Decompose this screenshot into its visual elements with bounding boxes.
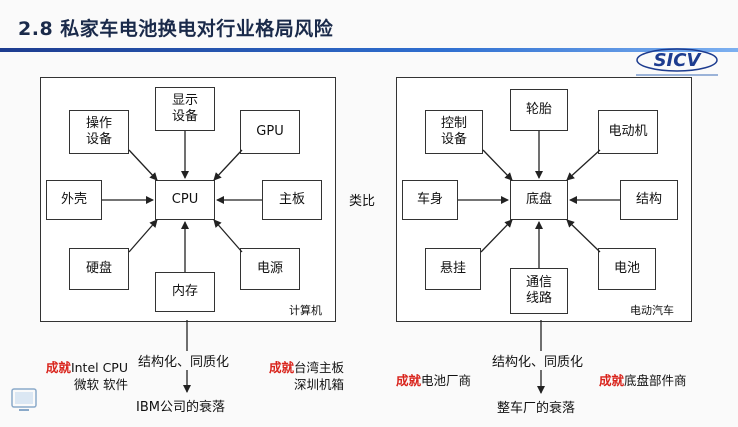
ev-panel-label: 电动汽车 bbox=[630, 304, 674, 317]
left-result-text: IBM公司的衰落 bbox=[136, 400, 225, 415]
success-text: 电池厂商 bbox=[421, 373, 472, 388]
success-prefix: 成就 bbox=[268, 360, 294, 375]
success-text: Intel CPU bbox=[70, 360, 128, 375]
node-power: 电源 bbox=[240, 248, 300, 290]
node-structure: 结构 bbox=[620, 180, 678, 220]
monitor-icon bbox=[11, 388, 37, 411]
right-success-battery: 成就电池厂商 bbox=[396, 373, 471, 390]
node-shell: 外壳 bbox=[46, 180, 102, 220]
computer-panel-label: 计算机 bbox=[289, 304, 322, 317]
logo-text: SICV bbox=[654, 50, 703, 71]
success-text-line2: 微软 软件 bbox=[74, 376, 128, 392]
node-cpu: CPU bbox=[155, 180, 215, 220]
node-display-device: 显示 设备 bbox=[155, 87, 215, 131]
success-prefix: 成就 bbox=[599, 373, 625, 388]
node-motor: 电动机 bbox=[598, 110, 658, 154]
sicv-logo: SICV bbox=[636, 48, 718, 76]
node-control-device: 控制 设备 bbox=[425, 110, 483, 154]
page-title: 2.8 私家车电池换电对行业格局风险 bbox=[18, 18, 334, 40]
left-success-taiwan: 成就台湾主板 深圳机箱 bbox=[244, 360, 344, 394]
node-gpu: GPU bbox=[240, 110, 300, 154]
node-operation-device: 操作 设备 bbox=[69, 110, 129, 154]
node-harddisk: 硬盘 bbox=[69, 248, 129, 290]
left-success-intel: 成就Intel CPU 微软 软件 bbox=[38, 360, 128, 394]
node-chassis: 底盘 bbox=[510, 180, 568, 220]
success-prefix: 成就 bbox=[396, 373, 422, 388]
right-result-text: 整车厂的衰落 bbox=[497, 401, 576, 416]
success-text: 台湾主板 bbox=[293, 360, 344, 375]
success-prefix: 成就 bbox=[45, 360, 71, 375]
node-motherboard: 主板 bbox=[262, 180, 322, 220]
node-comm-line: 通信 线路 bbox=[510, 268, 568, 314]
node-body: 车身 bbox=[402, 180, 458, 220]
right-success-chassis: 成就底盘部件商 bbox=[599, 373, 687, 390]
node-suspension: 悬挂 bbox=[425, 248, 481, 290]
success-text-line2: 深圳机箱 bbox=[293, 376, 344, 392]
node-memory: 内存 bbox=[155, 272, 215, 312]
analogy-label: 类比 bbox=[349, 194, 376, 209]
title-underline bbox=[0, 48, 738, 52]
node-tire: 轮胎 bbox=[510, 89, 568, 131]
right-homogenization-text: 结构化、同质化 bbox=[490, 351, 586, 370]
left-homogenization-text: 结构化、同质化 bbox=[136, 351, 232, 370]
success-text: 底盘部件商 bbox=[624, 373, 687, 388]
node-battery: 电池 bbox=[598, 248, 656, 290]
